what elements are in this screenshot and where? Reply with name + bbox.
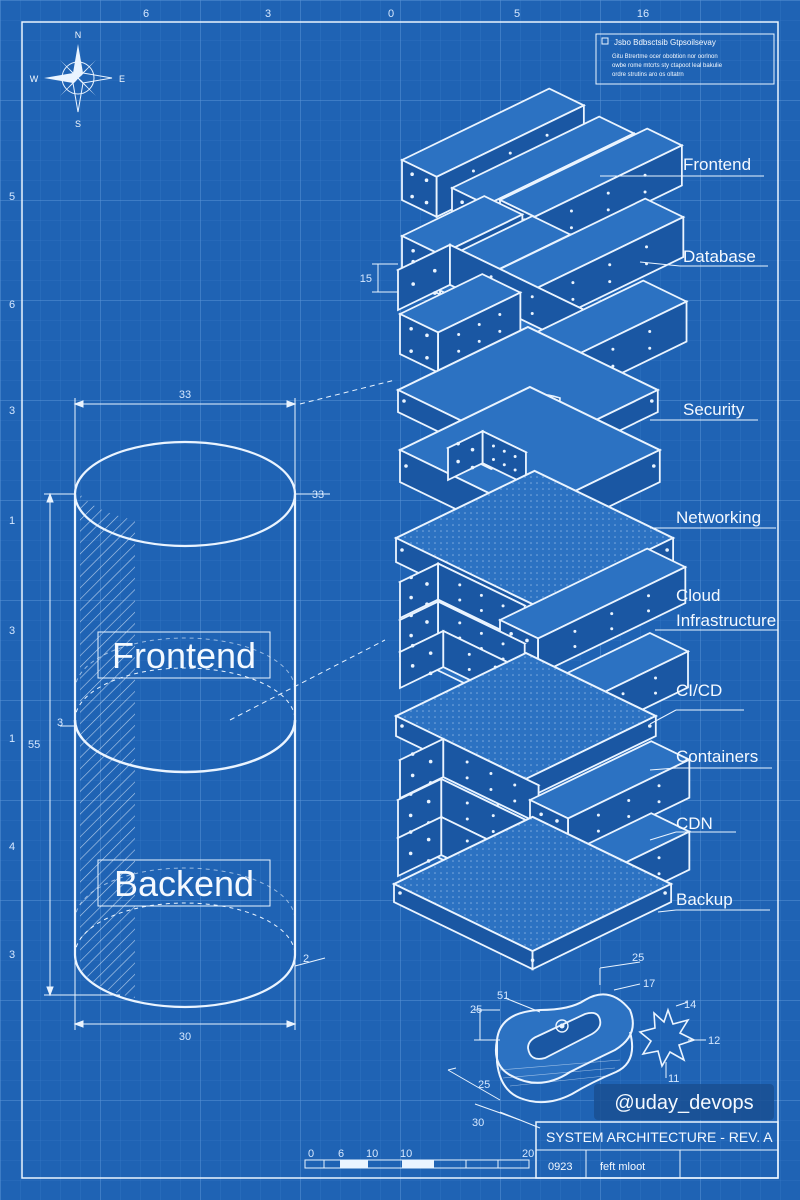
architecture-stack [391, 87, 692, 971]
label-cdn: CDN [676, 814, 713, 833]
eraser-dim: 30 [472, 1117, 484, 1129]
top-edge-number: 16 [637, 8, 649, 20]
title-block-sub: feft mloot [600, 1161, 645, 1173]
stack-left-dim: 15 [360, 273, 372, 285]
stack-label-security: Security [650, 400, 758, 421]
compass-s: S [75, 119, 81, 129]
stack-label-database: Database [639, 247, 768, 267]
cylinder-dimension-values: 33 30 55 3 33 2 [28, 389, 324, 1043]
eraser-detail [447, 961, 706, 1129]
left-edge-number: 3 [9, 625, 15, 637]
title-block-code: 0923 [548, 1161, 572, 1173]
eraser-dim: 51 [497, 990, 509, 1002]
compass-e: E [119, 74, 125, 84]
left-edge-number: 1 [9, 515, 15, 527]
compass-rose-icon: N S E W [30, 30, 125, 129]
eraser-dim: 25 [632, 952, 644, 964]
scale-tick: 10 [400, 1148, 412, 1160]
stack-label-cloud: Cloud [676, 586, 720, 605]
stack-label-backup: Backup [657, 890, 770, 913]
label-containers: Containers [676, 747, 758, 766]
security-block [445, 429, 529, 486]
stack-label-cicd: CI/CD [649, 681, 744, 725]
left-edge-numbers: 5 6 3 1 3 1 4 3 [9, 191, 15, 961]
stack-label-frontend: Frontend [600, 155, 764, 177]
scale-bar: 0 6 10 10 20 [304, 1148, 534, 1169]
scale-tick: 10 [366, 1148, 378, 1160]
left-edge-number: 4 [9, 841, 15, 853]
left-edge-number: 1 [9, 733, 15, 745]
left-edge-number: 3 [9, 405, 15, 417]
eraser-dim: 25 [470, 1004, 482, 1016]
top-edge-number: 6 [143, 8, 149, 20]
label-frontend: Frontend [683, 155, 751, 174]
left-edge-number: 3 [9, 949, 15, 961]
dim-bottom-right: 2 [303, 953, 309, 965]
containers-block [397, 737, 541, 825]
stack-labels: Frontend Database Security Networking Cl… [600, 155, 778, 913]
compass-w: W [30, 74, 39, 84]
dim-offset: 3 [57, 717, 63, 729]
label-infrastructure: Infrastructure [676, 611, 776, 630]
dim-width-bottom: 30 [179, 1031, 191, 1043]
sheet-border [21, 21, 779, 1179]
eraser-dim: 12 [708, 1035, 720, 1047]
compass-n: N [75, 30, 82, 40]
backup-plate [391, 815, 674, 971]
left-edge-number: 5 [9, 191, 15, 203]
scale-tick: 6 [338, 1148, 344, 1160]
label-security: Security [683, 400, 745, 419]
top-edge-number: 3 [265, 8, 271, 20]
watermark: @uday_devops [594, 1084, 774, 1120]
label-backup: Backup [676, 890, 733, 909]
label-database: Database [683, 247, 756, 266]
top-edge-numbers: 6 3 0 5 16 [143, 8, 649, 20]
notes-line: ordre strutins aro os oltatrn [612, 72, 684, 78]
label-cicd: CI/CD [676, 681, 722, 700]
dim-top-right: 33 [312, 489, 324, 501]
eraser-dim: 25 [478, 1079, 490, 1091]
cylinder-backend-label: Backend [114, 863, 254, 904]
frontend-backend-cylinder: Frontend Backend [73, 440, 297, 1009]
stack-left-dimension [372, 263, 398, 293]
eraser-dimension-values: 25 51 17 25 25 30 14 12 11 [470, 952, 720, 1129]
top-edge-number: 0 [388, 8, 394, 20]
eraser-dim: 17 [643, 978, 655, 990]
stack-label-cdn: CDN [649, 814, 736, 841]
label-networking: Networking [676, 508, 761, 527]
eraser-dim: 14 [684, 999, 696, 1011]
cylinder-backend-label-box [97, 859, 271, 907]
stack-label-infrastructure: Infrastructure [655, 611, 778, 631]
dim-height: 55 [28, 739, 40, 751]
top-edge-number: 5 [514, 8, 520, 20]
database-block [397, 273, 523, 374]
notes-title: Jsbo Bdbsctsib Gtpsoilsevay [614, 38, 716, 47]
cylinder-frontend-label-box [97, 631, 271, 679]
notes-block: Jsbo Bdbsctsib Gtpsoilsevay Gitu Btrertm… [595, 33, 775, 85]
stack-label-networking: Networking [650, 508, 776, 529]
watermark-text: @uday_devops [614, 1092, 753, 1114]
scale-tick: 20 [522, 1148, 534, 1160]
scale-tick: 0 [308, 1148, 314, 1160]
cylinder-frontend-label: Frontend [112, 635, 256, 676]
eraser-dim: 11 [668, 1073, 679, 1085]
notes-line: owbe rome mtcrts sty ctapoot leal bakuli… [612, 63, 723, 69]
title-block: SYSTEM ARCHITECTURE - REV. A 0923 feft m… [535, 1121, 779, 1179]
label-cloud: Cloud [676, 586, 720, 605]
stack-label-containers: Containers [649, 747, 772, 771]
dim-width-top: 33 [179, 389, 191, 401]
notes-line: Gitu Btrertme ocer obobtion nor oorlnon [612, 54, 718, 60]
left-edge-number: 6 [9, 299, 15, 311]
cylinder-dimensions [44, 379, 396, 1030]
title-block-title: SYSTEM ARCHITECTURE - REV. A [546, 1129, 773, 1145]
